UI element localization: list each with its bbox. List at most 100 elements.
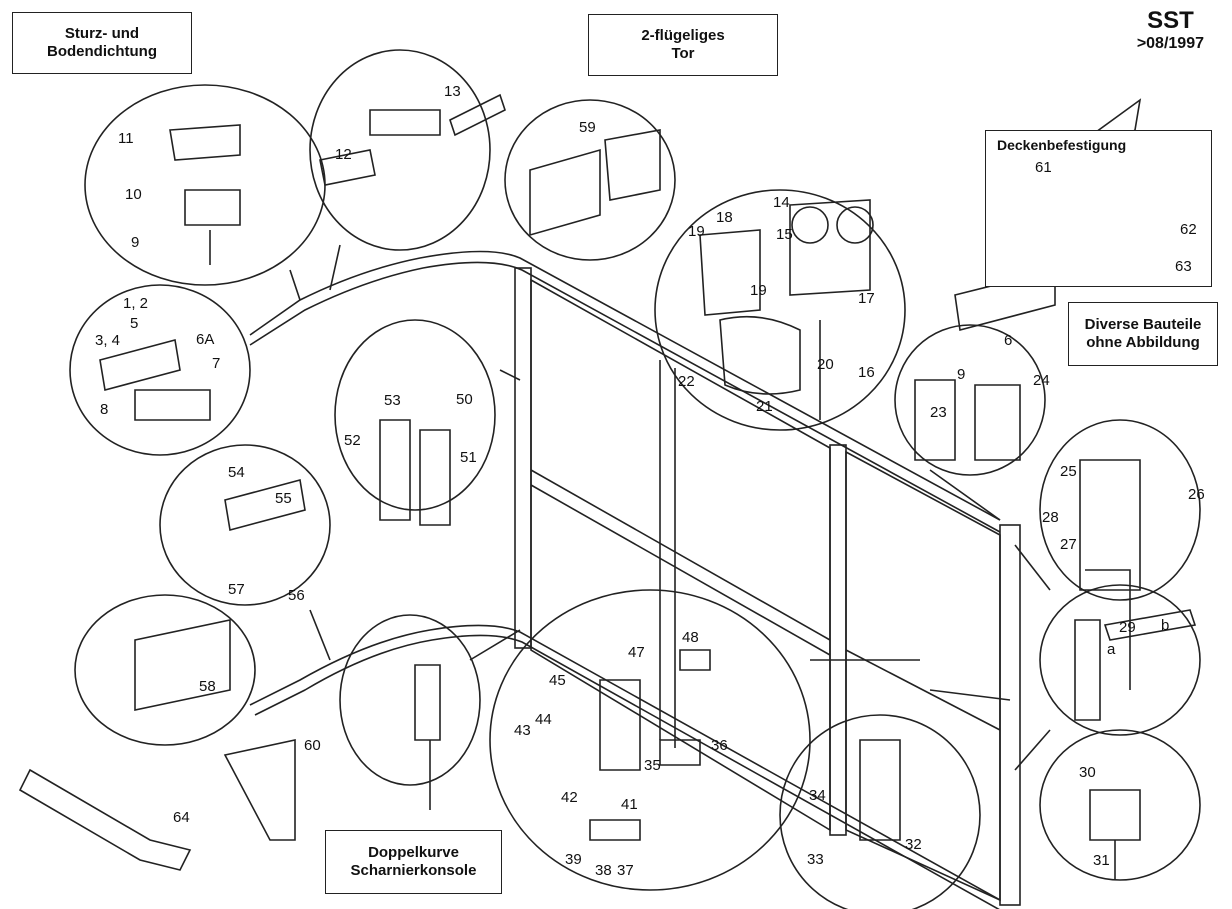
- detail-circle-rail-joint: [309, 49, 491, 251]
- part-callout: 39: [565, 851, 582, 868]
- part-callout: 19: [688, 223, 705, 240]
- part-callout: 53: [384, 392, 401, 409]
- part-callout: 13: [444, 83, 461, 100]
- tor-line2: Tor: [671, 45, 695, 62]
- part-callout: 60: [304, 737, 321, 754]
- part-callout: 42: [561, 789, 578, 806]
- part-callout: 19: [750, 282, 767, 299]
- detail-circle-spring: [334, 319, 496, 511]
- diverse-line1: Diverse Bauteile: [1084, 316, 1202, 333]
- detail-circle-bolt-set: [69, 284, 251, 456]
- part-callout: 54: [228, 464, 245, 481]
- detail-circle-bracket-59: [504, 99, 676, 261]
- part-callout: 15: [776, 226, 793, 243]
- doppel-line2: Scharnierkonsole: [350, 862, 477, 879]
- detail-circle-hinge-console: [339, 614, 481, 786]
- part-callout: 29: [1119, 619, 1136, 636]
- part-callout: 23: [930, 404, 947, 421]
- detail-circle-angle-29: [1039, 584, 1201, 736]
- part-callout: 30: [1079, 764, 1096, 781]
- part-callout: 59: [579, 119, 596, 136]
- part-callout: 37: [617, 862, 634, 879]
- part-callout: 43: [514, 722, 531, 739]
- detail-circle-base-32: [779, 714, 981, 909]
- part-callout: 45: [549, 672, 566, 689]
- part-callout: 32: [905, 836, 922, 853]
- tor-line1: 2-flügeliges: [641, 27, 725, 44]
- part-callout: 38: [595, 862, 612, 879]
- part-callout: 3, 4: [95, 332, 121, 349]
- part-callout: 61: [1035, 159, 1052, 176]
- part-callout: 34: [809, 787, 826, 804]
- part-callout: 50: [456, 391, 473, 408]
- part-callout: 31: [1093, 852, 1110, 869]
- part-callout: 5: [130, 315, 139, 332]
- part-callout: 26: [1188, 486, 1205, 503]
- part-callout: 33: [807, 851, 824, 868]
- part-callout: 41: [621, 796, 638, 813]
- part-callout: b: [1161, 617, 1170, 634]
- part-callout: 56: [288, 587, 305, 604]
- diverse-bauteile-label: Diverse Bauteile ohne Abbildung: [1068, 302, 1218, 366]
- part-callout: 55: [275, 490, 292, 507]
- part-callout: 36: [711, 737, 728, 754]
- part-callout: 14: [773, 194, 790, 211]
- sturz-line2: Bodendichtung: [47, 43, 157, 60]
- part-callout: 17: [858, 290, 875, 307]
- top-rail-inner: [249, 261, 1001, 533]
- tor-label: 2-flügeliges Tor: [588, 14, 778, 76]
- detail-circle-post-25: [1039, 419, 1201, 601]
- part-callout: 28: [1042, 509, 1059, 526]
- sturz-bodendichtung-label: Sturz- und Bodendichtung: [12, 12, 192, 74]
- detail-circle-trolley: [654, 189, 906, 431]
- part-callout: 18: [716, 209, 733, 226]
- bottom-rail-inner: [254, 634, 1000, 909]
- part-callout: 35: [644, 757, 661, 774]
- doppel-line1: Doppelkurve: [368, 844, 459, 861]
- part-callout: 62: [1180, 221, 1197, 238]
- part-callout: 27: [1060, 536, 1077, 553]
- detail-circle-lock-set: [489, 589, 811, 891]
- header-code: SST >08/1997: [1137, 8, 1204, 54]
- top-rail: [249, 250, 1001, 521]
- part-callout: 9: [131, 234, 140, 251]
- gate-leaf-2-frame: [829, 444, 847, 836]
- part-callout: 10: [125, 186, 142, 203]
- detail-circle-seal-clamp: [84, 84, 326, 286]
- part-callout: 25: [1060, 463, 1077, 480]
- part-callout: 16: [858, 364, 875, 381]
- part-callout: 6A: [196, 331, 215, 348]
- bottom-rail: [249, 624, 1001, 901]
- part-callout: 8: [100, 401, 109, 418]
- part-callout: 21: [756, 398, 773, 415]
- part-callout: 7: [212, 355, 221, 372]
- deckenbefestigung-title: Deckenbefestigung: [997, 137, 1127, 153]
- part-callout: 47: [628, 644, 645, 661]
- detail-circle-guide-6-24: [894, 324, 1046, 476]
- code-date: >08/1997: [1136, 35, 1204, 52]
- doppelkurve-label: Doppelkurve Scharnierkonsole: [325, 830, 502, 894]
- part-callout: 11: [118, 130, 134, 147]
- part-callout: 51: [460, 449, 477, 466]
- part-callout: 6: [1004, 332, 1013, 349]
- part-callout: 20: [817, 356, 834, 373]
- deckenbefestigung-panel: [985, 130, 1212, 287]
- part-callout: 64: [173, 809, 190, 826]
- part-callout: 57: [228, 581, 245, 598]
- part-callout: 9: [957, 366, 966, 383]
- code-sst: SST: [1147, 7, 1194, 34]
- sturz-line1: Sturz- und: [64, 25, 140, 42]
- part-callout: 58: [199, 678, 216, 695]
- part-callout: 52: [344, 432, 361, 449]
- part-callout: a: [1107, 641, 1116, 658]
- diverse-line2: ohne Abbildung: [1086, 334, 1200, 351]
- part-callout: 24: [1033, 372, 1050, 389]
- detail-circle-hinge-30: [1039, 729, 1201, 881]
- end-post: [999, 524, 1021, 906]
- detail-circle-bracket-58: [74, 594, 256, 746]
- part-callout: 44: [535, 711, 552, 728]
- part-callout: 12: [335, 146, 352, 163]
- gate-leaf-1-frame: [514, 267, 532, 649]
- detail-circle-plate-54: [159, 444, 331, 606]
- part-callout: 63: [1175, 258, 1192, 275]
